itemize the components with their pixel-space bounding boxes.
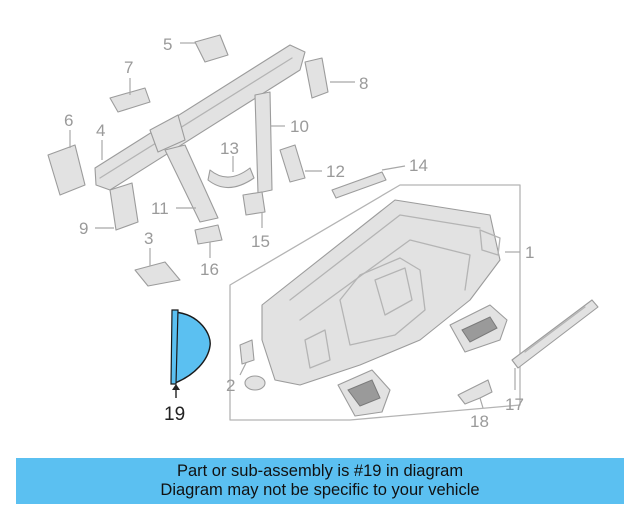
callout-8: 8 bbox=[359, 74, 368, 93]
callout-12: 12 bbox=[326, 162, 345, 181]
part-13-curved-piece bbox=[207, 167, 255, 189]
callout-7: 7 bbox=[124, 58, 133, 77]
leader-lines bbox=[69, 42, 520, 409]
callout-5: 5 bbox=[163, 35, 172, 54]
callout-1: 1 bbox=[525, 243, 534, 262]
callout-15: 15 bbox=[251, 232, 270, 251]
part-3-bracket bbox=[134, 261, 181, 287]
part-9-bracket bbox=[109, 182, 139, 231]
part-12-bracket bbox=[279, 144, 306, 183]
dashboard-frame bbox=[229, 184, 521, 421]
callout-2: 2 bbox=[226, 376, 235, 395]
part-7-bracket bbox=[109, 87, 151, 113]
banner-line-2: Diagram may not be specific to your vehi… bbox=[160, 481, 480, 499]
part-11-brace bbox=[164, 144, 219, 223]
banner-line-1: Part or sub-assembly is #19 in diagram bbox=[176, 462, 464, 480]
callout-11: 11 bbox=[151, 199, 169, 218]
part-5-bracket bbox=[194, 34, 229, 63]
part-10-support bbox=[254, 91, 273, 194]
callout-14: 14 bbox=[409, 156, 428, 175]
callout-10: 10 bbox=[290, 117, 309, 136]
info-banner: Part or sub-assembly is #19 in diagram D… bbox=[16, 458, 624, 504]
part-15-clip bbox=[242, 191, 266, 216]
callout-3: 3 bbox=[144, 229, 153, 248]
part-18-bracket bbox=[457, 379, 493, 405]
part-6-bracket bbox=[47, 144, 86, 196]
part-2-clip bbox=[239, 339, 266, 391]
callout-6: 6 bbox=[64, 111, 73, 130]
callout-16: 16 bbox=[200, 260, 219, 279]
part-19-highlight bbox=[170, 309, 211, 385]
vent-bottom bbox=[337, 369, 391, 417]
callout-9: 9 bbox=[79, 219, 88, 238]
callout-17: 17 bbox=[505, 395, 524, 414]
dashboard-panel bbox=[261, 199, 501, 386]
part-17-trim-strip bbox=[511, 299, 599, 369]
part-4-cross-beam bbox=[94, 44, 306, 191]
callout-19: 19 bbox=[164, 404, 185, 425]
callout-13: 13 bbox=[220, 139, 239, 158]
part-8-bracket bbox=[304, 57, 329, 99]
callout-18: 18 bbox=[470, 412, 489, 431]
part-16-clip bbox=[194, 224, 223, 245]
vent-right bbox=[449, 304, 508, 353]
part-14-bracket bbox=[331, 171, 387, 199]
callout-4: 4 bbox=[96, 121, 105, 140]
